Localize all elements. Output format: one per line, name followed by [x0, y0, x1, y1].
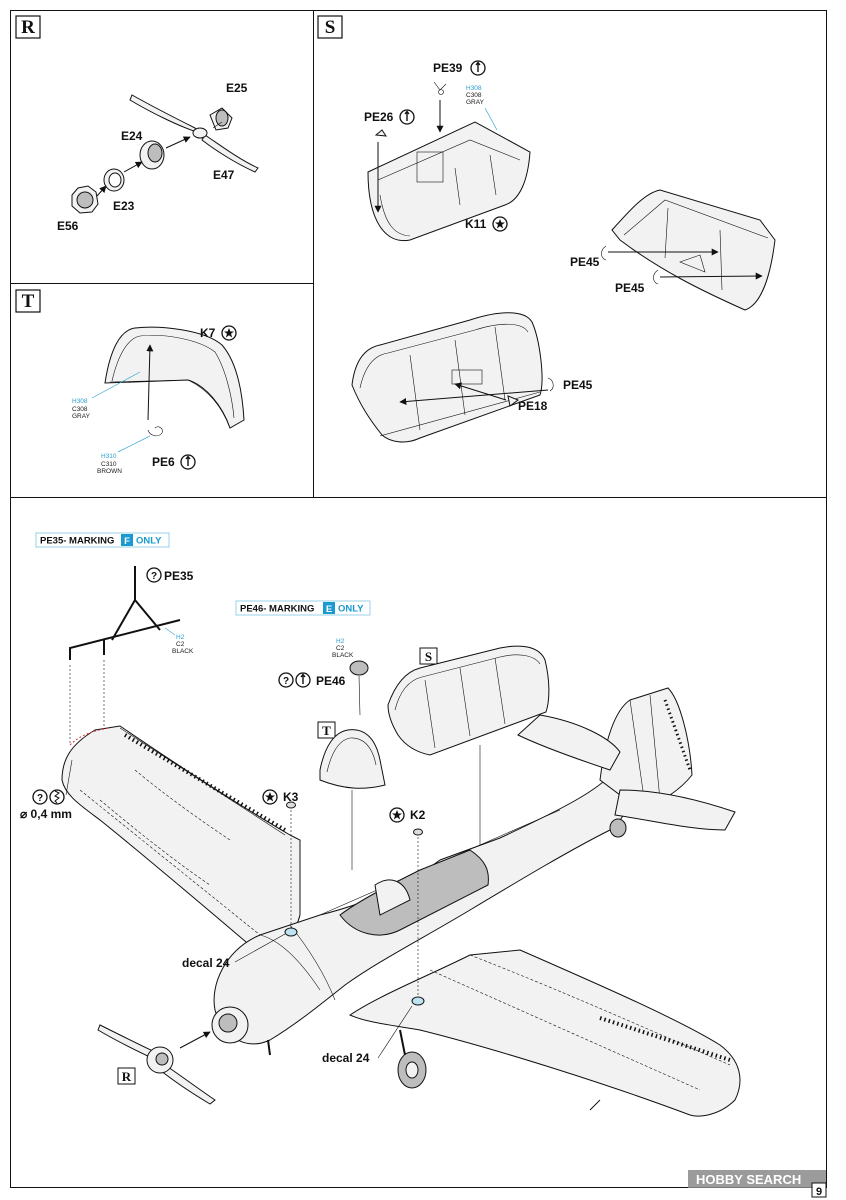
canopy-frame-right-part	[611, 189, 776, 311]
left-wing	[61, 725, 301, 959]
section-t-letter: T	[22, 291, 35, 312]
label-pe45-b: PE45	[615, 281, 645, 295]
right-wing	[348, 949, 741, 1117]
section-r: R E25 E24 E47 E23 E56	[15, 15, 259, 233]
label-drill-size: ⌀ 0,4 mm	[20, 807, 72, 821]
clear-light-k3	[284, 801, 298, 937]
svg-text:H2: H2	[176, 634, 185, 641]
label-pe26: PE26	[364, 110, 394, 124]
section-s-letter: S	[325, 17, 336, 38]
section-r-letter: R	[21, 17, 35, 38]
note-pe35-marking-f: PE35- MARKING F ONLY	[35, 532, 170, 548]
pe35-part	[69, 566, 181, 660]
svg-text:H308: H308	[72, 398, 88, 405]
section-t: T K7 PE6 H308 C308 GRAY H310 C310 BROWN	[15, 289, 245, 475]
paint-callout-gray-t: H308 C308 GRAY	[72, 371, 141, 420]
label-e23: E23	[113, 199, 135, 213]
tail-assembly	[517, 687, 736, 838]
svg-text:H310: H310	[101, 453, 117, 460]
paint-callout-black-pe35: H2 C2 BLACK	[164, 627, 194, 655]
main-assembly: PE35- MARKING F ONLY PE46- MARKING E ONL…	[20, 532, 741, 1117]
page-number: 9	[816, 1186, 822, 1198]
paint-callout-black-pe46: H2 C2 BLACK	[332, 638, 354, 659]
svg-text:C308: C308	[72, 406, 88, 413]
label-pe6: PE6	[152, 455, 175, 469]
backplate-e56-part	[71, 185, 99, 214]
label-decal-24-right: decal 24	[322, 1051, 370, 1065]
paint-callout-gray-s: H308 C308 GRAY	[466, 85, 498, 131]
svg-text:H2: H2	[336, 638, 345, 645]
note-pe46-marking-e: PE46- MARKING E ONLY	[235, 600, 371, 616]
svg-text:C308: C308	[466, 92, 482, 99]
pe46-part	[349, 660, 369, 676]
svg-text:C2: C2	[176, 641, 185, 648]
label-k11: K11	[465, 217, 487, 231]
ref-t-box: T	[322, 723, 331, 738]
canopy-subassembly	[387, 645, 550, 860]
svg-text:F: F	[124, 536, 130, 547]
svg-text:C2: C2	[336, 645, 345, 652]
svg-text:ONLY: ONLY	[338, 604, 364, 615]
label-pe46: PE46	[316, 674, 346, 688]
pe39-part	[433, 81, 447, 95]
label-pe45-a: PE45	[570, 255, 600, 269]
label-pe39: PE39	[433, 61, 463, 75]
label-pe35: PE35	[164, 569, 194, 583]
label-k7: K7	[200, 326, 216, 340]
svg-text:BLACK: BLACK	[172, 648, 194, 655]
svg-text:GRAY: GRAY	[466, 99, 485, 106]
label-pe45-c: PE45	[563, 378, 593, 392]
svg-text:PE46- MARKING: PE46- MARKING	[240, 604, 314, 615]
canopy-frame-left-part	[367, 121, 531, 242]
windscreen-k7-part	[104, 326, 245, 429]
label-k2: K2	[410, 808, 426, 822]
svg-text:GRAY: GRAY	[72, 413, 91, 420]
section-s: S PE39 PE26 K11 H308 C308 GRAY	[317, 15, 776, 443]
label-pe18: PE18	[518, 399, 548, 413]
panel-frames	[10, 10, 827, 1188]
windscreen-subassembly	[319, 729, 386, 870]
svg-text:BLACK: BLACK	[332, 652, 354, 659]
ref-s-box: S	[425, 649, 432, 664]
svg-text:HOBBY SEARCH: HOBBY SEARCH	[696, 1172, 801, 1187]
svg-text:PE35- MARKING: PE35- MARKING	[40, 536, 114, 547]
svg-text:E: E	[326, 604, 332, 615]
paint-callout-brown-t: H310 C310 BROWN	[97, 435, 151, 475]
clear-light-k2	[411, 828, 425, 1006]
label-e56: E56	[57, 219, 79, 233]
main-propeller	[97, 1024, 216, 1105]
canopy-assembled-part	[351, 312, 543, 443]
label-decal-24-left: decal 24	[182, 956, 230, 970]
label-k3: K3	[283, 790, 299, 804]
drill-icon	[49, 789, 65, 805]
svg-text:H308: H308	[466, 85, 482, 92]
ref-r-box: R	[122, 1069, 132, 1084]
label-e24: E24	[121, 129, 143, 143]
svg-text:BROWN: BROWN	[97, 468, 122, 475]
svg-text:ONLY: ONLY	[136, 536, 162, 547]
hub-e24-part	[139, 140, 165, 170]
label-e25: E25	[226, 81, 248, 95]
landing-gear	[267, 1029, 427, 1089]
label-e47: E47	[213, 168, 235, 182]
watermark: HOBBY SEARCH	[688, 1170, 826, 1188]
svg-text:C310: C310	[101, 461, 117, 468]
propeller-blade-part	[129, 94, 259, 173]
spinner-e25-part	[209, 107, 233, 131]
ring-e23-part	[103, 168, 125, 192]
